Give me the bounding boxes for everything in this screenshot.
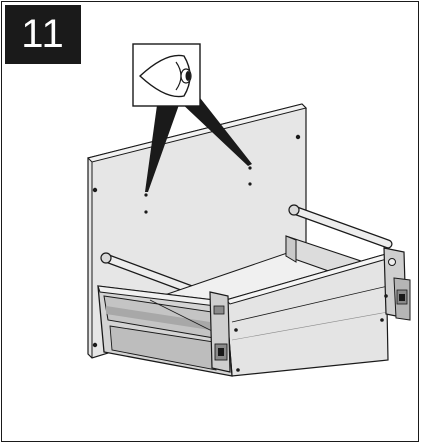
front-left-bracket [209,291,240,373]
drill-hole-right-upper [248,166,252,170]
step-number-badge: 11 [5,5,81,64]
drill-hole-left-lower [144,210,148,214]
eye-callout [132,43,252,192]
eye-icon [138,54,192,98]
rear-rod [288,204,393,249]
drawer-box [97,235,391,377]
drill-hole-left-upper [144,193,148,197]
rear-right-bracket [380,247,411,322]
drill-hole-right-lower [248,182,252,186]
